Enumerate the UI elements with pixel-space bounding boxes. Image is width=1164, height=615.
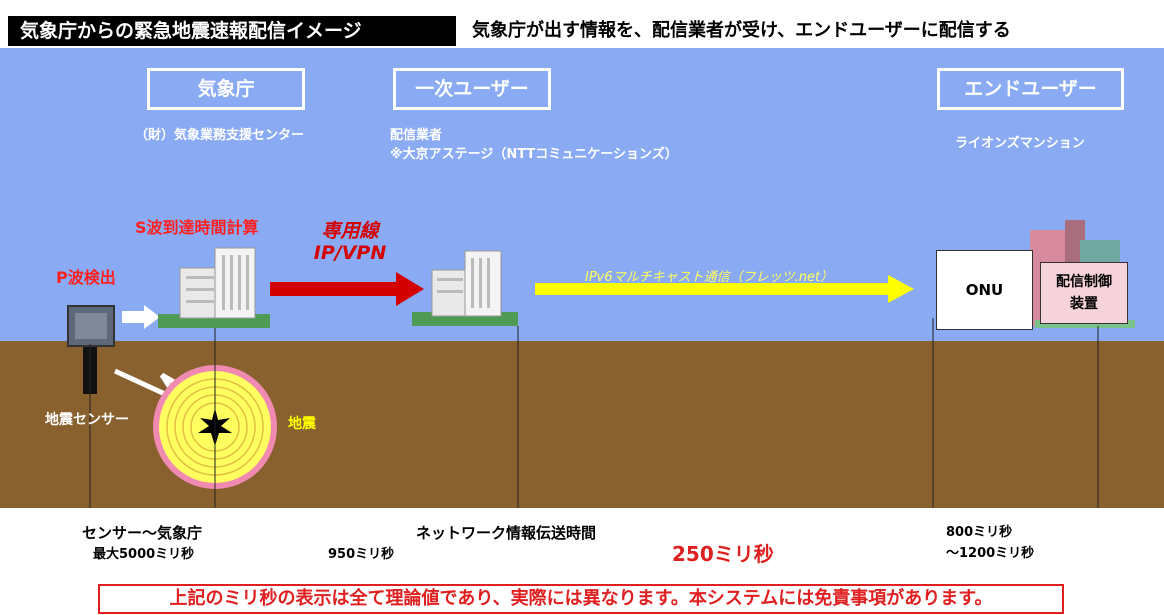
end-user-time-2: ～1200ミリ秒: [946, 546, 1035, 561]
sensor-icon: [67, 305, 115, 394]
end-user-box: エンドユーザー: [937, 68, 1124, 110]
s-wave-label: S波到達時間計算: [135, 218, 259, 237]
end-user-subtitle: ライオンズマンション: [955, 136, 1085, 151]
distributor-note: ※大京アステージ（NTTコミュニケーションズ）: [390, 147, 678, 162]
primary-user-box: 一次ユーザー: [393, 68, 551, 110]
scene-graphics: [67, 220, 1135, 508]
segment-950ms: 950ミリ秒: [328, 547, 395, 562]
distributor-building-icon: [412, 250, 518, 326]
control-device-label-2: 装置: [1070, 296, 1098, 312]
yellow-arrow: [535, 275, 914, 303]
distributor-label: 配信業者: [390, 128, 443, 143]
control-device-label-1: 配信制御: [1056, 274, 1112, 290]
red-arrow: [270, 272, 424, 306]
end-user-time-1: 800ミリ秒: [946, 525, 1013, 540]
white-arrow: [122, 305, 160, 329]
quake-label: 地震: [288, 416, 316, 432]
diagram-title: 気象庁からの緊急地震速報配信イメージ: [8, 16, 456, 46]
leased-line-label: 専用線 IP/VPN: [300, 220, 400, 264]
sensor-to-jma-time: 最大5000ミリ秒: [93, 547, 195, 562]
disclaimer: 上記のミリ秒の表示は全て理論値であり、実際には異なります。本システムには免責事項…: [98, 584, 1064, 614]
leased-line-title: 専用線: [321, 220, 379, 242]
network-time-title: ネットワーク情報伝送時間: [416, 524, 597, 542]
jma-box: 気象庁: [147, 68, 305, 110]
sensor-label: 地震センサー: [45, 412, 129, 428]
leased-line-protocol: IP/VPN: [313, 242, 387, 264]
sensor-to-jma-title: センサー～気象庁: [82, 524, 203, 542]
jma-building-icon: [158, 247, 270, 328]
segment-250ms: 250ミリ秒: [672, 542, 774, 566]
jma-subtitle: （財）気象業務支援センター: [135, 128, 305, 143]
control-device-box: 配信制御 装置: [1040, 262, 1128, 324]
diagram-subtitle: 気象庁が出す情報を、配信業者が受け、エンドユーザーに配信する: [472, 20, 1011, 41]
p-wave-label: P波検出: [56, 268, 116, 287]
multicast-label: IPv6マルチキャスト通信（フレッツ.net）: [585, 270, 834, 285]
onu-box: ONU: [936, 250, 1033, 330]
